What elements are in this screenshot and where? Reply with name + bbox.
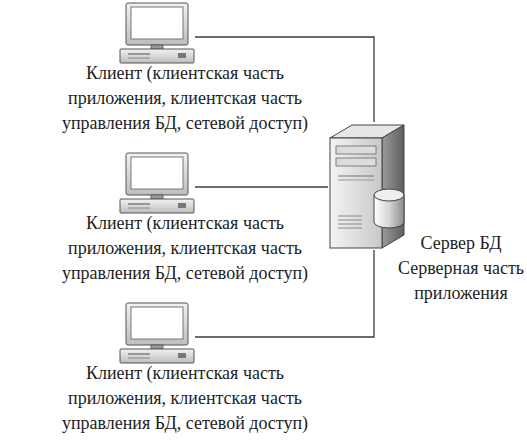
node-caption: Сервер БДСерверная часть приложения: [386, 231, 527, 306]
network-link: [195, 186, 328, 187]
client-node: Клиент (клиентская часть приложения, кли…: [120, 303, 195, 363]
server-node: Сервер БДСерверная часть приложения: [328, 122, 408, 250]
node-caption: Клиент (клиентская часть приложения, кли…: [35, 361, 335, 436]
client-computer-icon: [120, 3, 194, 63]
node-caption: Клиент (клиентская часть приложения, кли…: [35, 211, 335, 286]
node-caption: Клиент (клиентская часть приложения, кли…: [35, 61, 335, 136]
client-computer-icon: [120, 153, 194, 213]
node-label: Клиент (клиентская часть приложения, кли…: [35, 61, 335, 136]
server-tower-icon: [330, 125, 404, 248]
client-node: Клиент (клиентская часть приложения, кли…: [120, 153, 195, 213]
database-cylinder: [374, 189, 404, 228]
node-label: Клиент (клиентская часть приложения, кли…: [35, 361, 335, 436]
client-node: Клиент (клиентская часть приложения, кли…: [120, 3, 195, 63]
node-label: Серверная часть приложения: [386, 256, 527, 306]
node-label: Клиент (клиентская часть приложения, кли…: [35, 211, 335, 286]
client-computer-icon: [120, 303, 194, 363]
node-label: Сервер БД: [386, 231, 527, 256]
